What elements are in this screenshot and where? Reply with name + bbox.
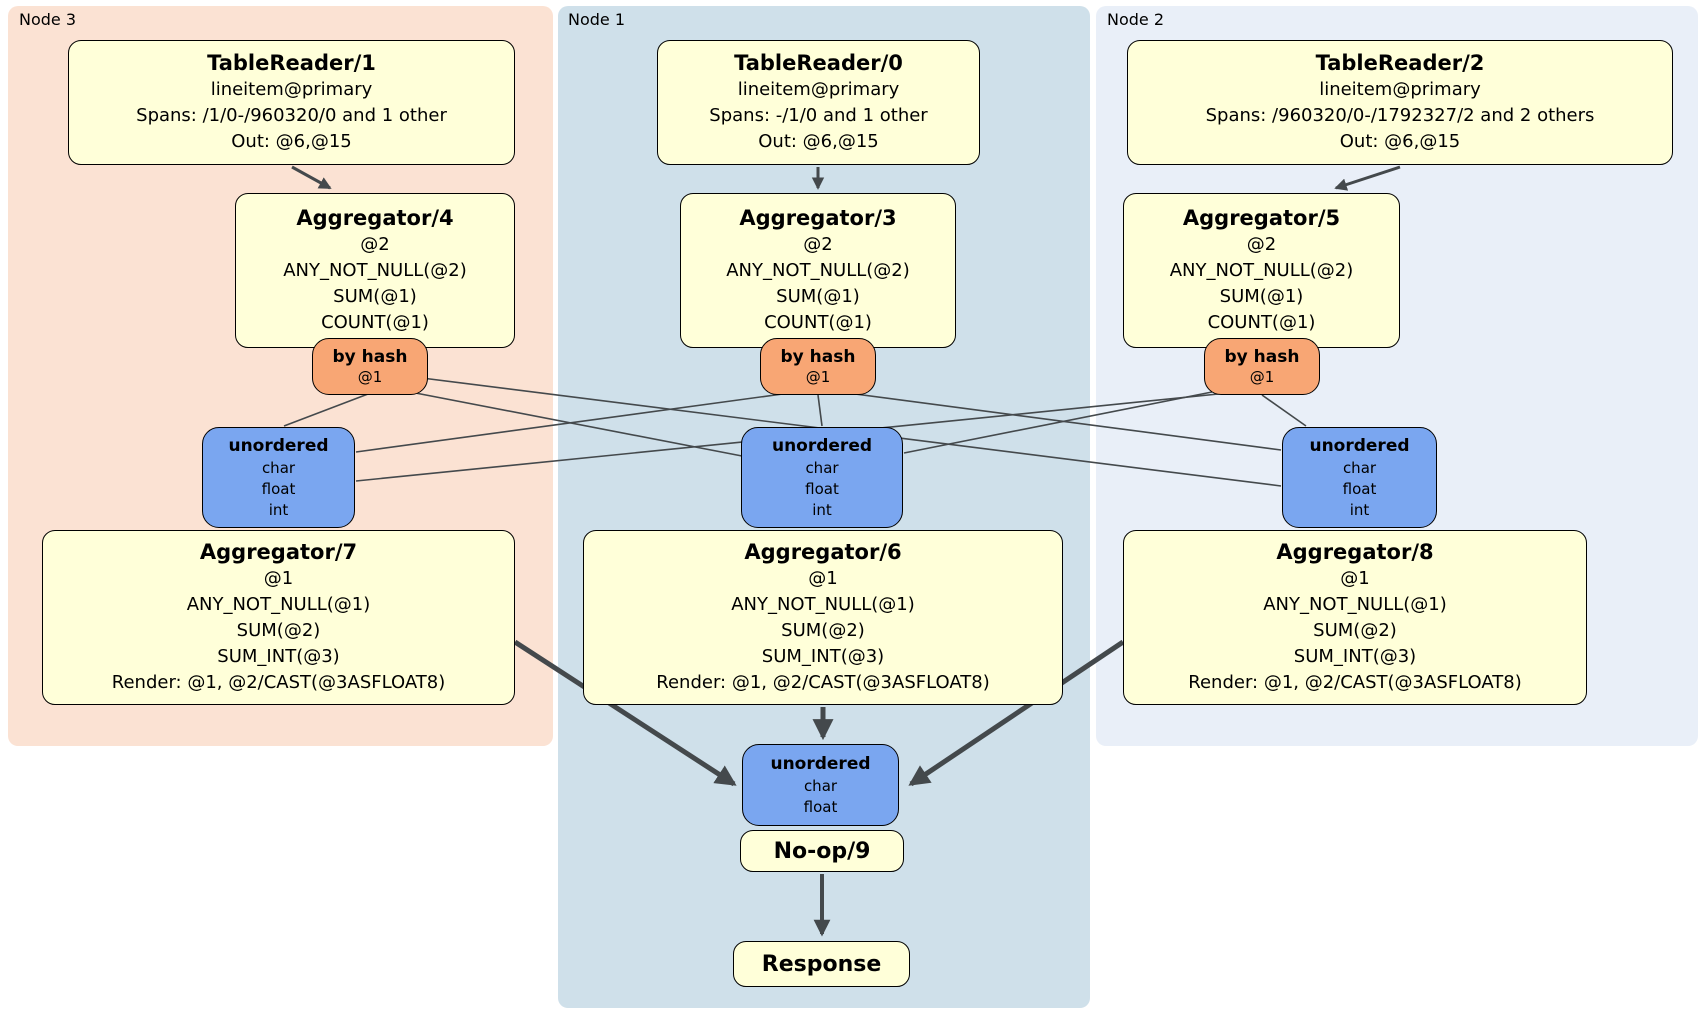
stream-type: int xyxy=(812,500,832,519)
response-node: Response xyxy=(733,941,910,987)
stream-label: unordered xyxy=(1309,435,1410,456)
stream-type: int xyxy=(268,500,289,519)
processor-detail: ANY_NOT_NULL(@1) xyxy=(1263,594,1447,615)
processor-detail: @1 xyxy=(808,568,838,589)
router-label: by hash xyxy=(780,347,856,367)
router-by-hash-node3: by hash @1 xyxy=(312,338,428,395)
processor-detail: SUM_INT(@3) xyxy=(1293,646,1417,667)
stream-unordered-node2: unordered char float int xyxy=(1282,427,1437,528)
stream-type: float xyxy=(261,479,296,498)
processor-detail: ANY_NOT_NULL(@2) xyxy=(283,260,467,281)
processor-detail: Out: @6,@15 xyxy=(1339,131,1461,152)
stream-type: float xyxy=(803,797,838,816)
router-by-hash-node2: by hash @1 xyxy=(1204,338,1320,395)
processor-title: Aggregator/6 xyxy=(744,540,902,564)
stream-type: char xyxy=(261,458,296,477)
panel-label-node1: Node 1 xyxy=(568,10,626,29)
processor-title: Aggregator/5 xyxy=(1182,206,1341,230)
processor-title: Aggregator/4 xyxy=(296,206,454,230)
processor-detail: ANY_NOT_NULL(@1) xyxy=(731,594,915,615)
processor-detail: SUM_INT(@3) xyxy=(761,646,885,667)
processor-detail: SUM(@2) xyxy=(236,620,321,641)
processor-title: No-op/9 xyxy=(773,838,871,864)
processor-title: TableReader/0 xyxy=(734,51,903,75)
processor-detail: Render: @1, @2/CAST(@3ASFLOAT8) xyxy=(656,672,990,693)
processor-detail: COUNT(@1) xyxy=(764,312,872,333)
processor-detail: ANY_NOT_NULL(@1) xyxy=(186,594,371,615)
router-detail: @1 xyxy=(805,368,831,386)
processor-tablereader-0: TableReader/0 lineitem@primary Spans: -/… xyxy=(657,40,980,165)
panel-label-node3: Node 3 xyxy=(19,10,77,29)
processor-aggregator-5: Aggregator/5 @2 ANY_NOT_NULL(@2) SUM(@1)… xyxy=(1123,193,1400,348)
processor-title: TableReader/2 xyxy=(1315,51,1485,75)
processor-title: TableReader/1 xyxy=(207,51,376,75)
stream-label: unordered xyxy=(771,435,873,456)
processor-tablereader-2: TableReader/2 lineitem@primary Spans: /9… xyxy=(1127,40,1673,165)
processor-tablereader-1: TableReader/1 lineitem@primary Spans: /1… xyxy=(68,40,515,165)
processor-detail: Render: @1, @2/CAST(@3ASFLOAT8) xyxy=(1188,672,1522,693)
stream-unordered-final: unordered char float xyxy=(742,744,899,826)
processor-detail: SUM_INT(@3) xyxy=(217,646,340,667)
processor-detail: @1 xyxy=(263,568,294,589)
router-label: by hash xyxy=(1224,347,1300,367)
processor-detail: Spans: /1/0-/960320/0 and 1 other xyxy=(136,105,447,126)
panel-label-node2: Node 2 xyxy=(1107,10,1165,29)
stream-label: unordered xyxy=(770,753,871,774)
processor-detail: lineitem@primary xyxy=(1319,79,1481,100)
processor-title: Aggregator/7 xyxy=(199,540,358,564)
processor-detail: Render: @1, @2/CAST(@3ASFLOAT8) xyxy=(111,672,446,693)
processor-detail: lineitem@primary xyxy=(737,79,900,100)
stream-type: float xyxy=(805,479,839,498)
processor-detail: lineitem@primary xyxy=(210,79,373,100)
processor-detail: Spans: -/1/0 and 1 other xyxy=(709,105,928,126)
stream-label: unordered xyxy=(228,435,329,456)
router-label: by hash xyxy=(332,347,408,367)
processor-detail: Spans: /960320/0-/1792327/2 and 2 others xyxy=(1205,105,1595,126)
router-detail: @1 xyxy=(1249,368,1275,386)
processor-detail: SUM(@2) xyxy=(781,620,865,641)
processor-aggregator-6: Aggregator/6 @1 ANY_NOT_NULL(@1) SUM(@2)… xyxy=(583,530,1063,705)
processor-detail: @2 xyxy=(1246,234,1277,255)
processor-title: Response xyxy=(761,951,882,977)
processor-title: Aggregator/8 xyxy=(1276,540,1434,564)
processor-detail: Out: @6,@15 xyxy=(231,131,352,152)
processor-detail: SUM(@2) xyxy=(1313,620,1397,641)
stream-type: char xyxy=(803,776,838,795)
stream-type: int xyxy=(1349,500,1370,519)
processor-aggregator-3: Aggregator/3 @2 ANY_NOT_NULL(@2) SUM(@1)… xyxy=(680,193,956,348)
processor-detail: COUNT(@1) xyxy=(1207,312,1316,333)
processor-detail: Out: @6,@15 xyxy=(758,131,879,152)
processor-aggregator-8: Aggregator/8 @1 ANY_NOT_NULL(@1) SUM(@2)… xyxy=(1123,530,1587,705)
router-by-hash-node1: by hash @1 xyxy=(760,338,876,395)
processor-aggregator-7: Aggregator/7 @1 ANY_NOT_NULL(@1) SUM(@2)… xyxy=(42,530,515,705)
processor-title: Aggregator/3 xyxy=(739,206,897,230)
processor-detail: COUNT(@1) xyxy=(321,312,429,333)
stream-type: char xyxy=(805,458,839,477)
stream-type: char xyxy=(1342,458,1377,477)
processor-detail: ANY_NOT_NULL(@2) xyxy=(1169,260,1354,281)
processor-noop-9: No-op/9 xyxy=(740,830,904,872)
processor-detail: @2 xyxy=(360,234,390,255)
processor-detail: @2 xyxy=(803,234,833,255)
processor-aggregator-4: Aggregator/4 @2 ANY_NOT_NULL(@2) SUM(@1)… xyxy=(235,193,515,348)
stream-unordered-node1: unordered char float int xyxy=(741,427,903,528)
processor-detail: @1 xyxy=(1340,568,1370,589)
stream-type: float xyxy=(1342,479,1377,498)
processor-detail: SUM(@1) xyxy=(1219,286,1304,307)
router-detail: @1 xyxy=(357,368,383,386)
processor-detail: SUM(@1) xyxy=(776,286,860,307)
stream-unordered-node3: unordered char float int xyxy=(202,427,355,528)
processor-detail: ANY_NOT_NULL(@2) xyxy=(726,260,910,281)
processor-detail: SUM(@1) xyxy=(333,286,417,307)
